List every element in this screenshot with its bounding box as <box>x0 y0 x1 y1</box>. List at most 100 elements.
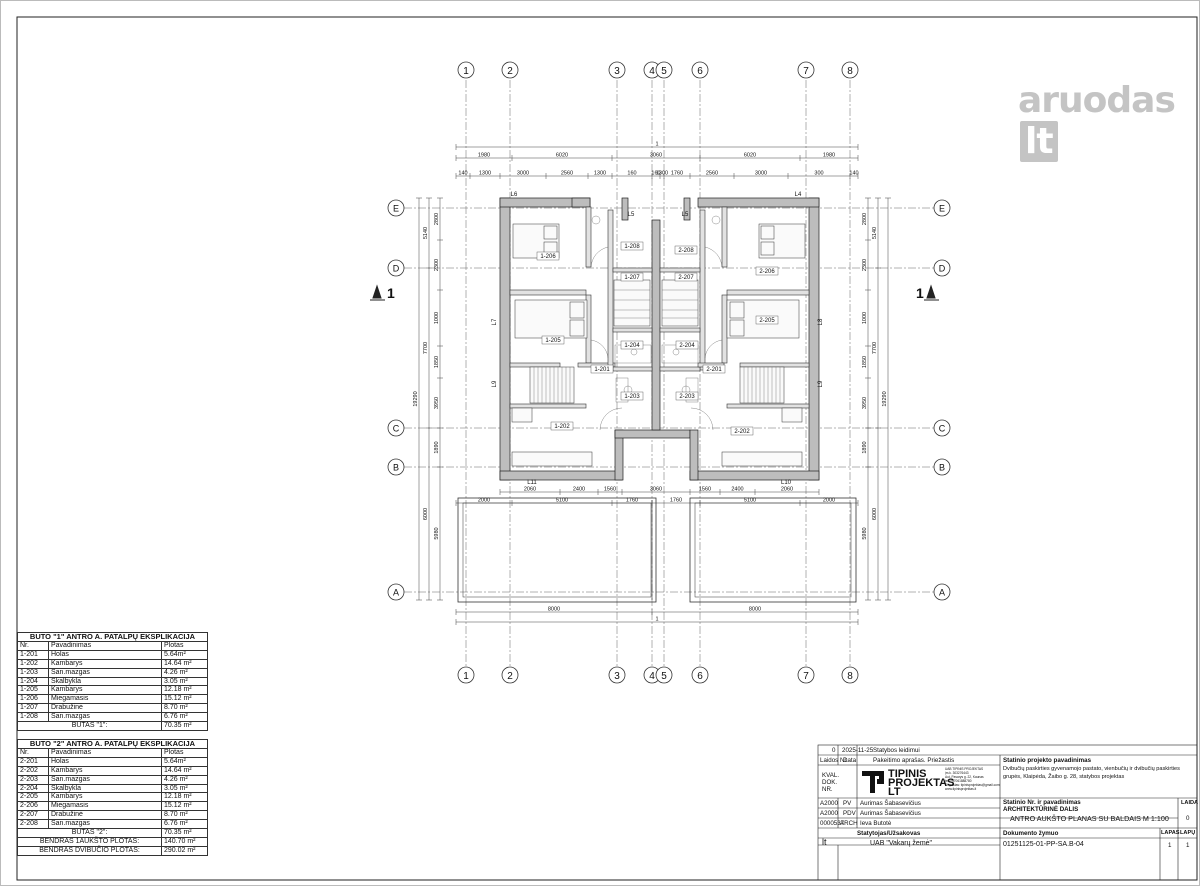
room-label: 1-208 <box>624 244 640 250</box>
cell-name: Holas <box>48 649 162 660</box>
dim-mid: 2400 <box>573 487 585 493</box>
tb-date: 2025-11-25 <box>842 747 874 754</box>
wall-mark: L7 <box>492 318 498 325</box>
wall-mark: L11 <box>527 480 537 486</box>
cell-name: Miegamasis <box>48 801 162 812</box>
cell-nr: 1-205 <box>17 685 49 696</box>
table-sum-building: BENDRAS DVIBUČIO PLOTAS:290.02 m² <box>17 845 208 856</box>
axis-bubble-col <box>655 666 673 684</box>
table-total-value: 70.35 m² <box>161 721 208 731</box>
cell-nr: 2-203 <box>17 774 49 785</box>
axis-bubble-row <box>933 458 951 476</box>
company-line-4: tel. +37061888780 <box>945 779 972 783</box>
table1-title: BUTO "1" ANTRO A. PATALPŲ EKSPLIKACIJA <box>17 632 208 642</box>
table1-col-name: Pavadinimas <box>48 640 162 651</box>
tb-person-3-code: 0000537 <box>820 820 845 827</box>
cell-nr: 1-203 <box>17 667 49 678</box>
cell-area: 6.76 m² <box>161 819 208 830</box>
dim-top-inner: 3000 <box>755 171 767 177</box>
table2-col-name: Pavadinimas <box>48 747 162 758</box>
tb-doc-label: Dokumento žymuo <box>1003 830 1059 837</box>
company-line-2: įm.k. 303276443 <box>945 771 969 775</box>
table2-title: BUTO "2" ANTRO A. PATALPŲ EKSPLIKACIJA <box>17 739 208 749</box>
axis-label-row: D <box>393 264 400 274</box>
tb-person-2-name: Aurimas Šabasevičius <box>860 810 921 817</box>
table-sum-building-label: BENDRAS DVIBUČIO PLOTAS: <box>17 845 162 856</box>
tb-lapas-label: LAPAS <box>1161 830 1180 836</box>
cell-area: 14.64 m² <box>161 765 208 776</box>
axis-bubble-col <box>841 61 859 79</box>
axis-label-col: 4 <box>649 66 655 77</box>
cell-area: 8.70 m² <box>161 703 208 714</box>
dim-mid-inner: 5100 <box>556 498 568 504</box>
dim-top-inner: 160 <box>627 171 636 177</box>
room-label: 2-203 <box>679 394 695 400</box>
cell-name: Drabužinė <box>48 703 162 714</box>
dim-left-inner: 1000 <box>434 312 440 324</box>
cell-nr: 2-208 <box>17 819 49 830</box>
axis-bubble-col <box>501 61 519 79</box>
table-sum-floor-value: 140.70 m² <box>161 836 208 847</box>
logo-line-3: LT <box>888 786 901 798</box>
dim-top-inner: 300 <box>814 171 823 177</box>
dim-overall-bottom: 1 <box>655 617 658 623</box>
dim-mid: 2060 <box>781 487 793 493</box>
room-label: 1-202 <box>554 424 570 430</box>
room-label: 2-207 <box>678 275 694 281</box>
tb-rev: 0 <box>832 747 836 754</box>
dim-left: 7700 <box>423 342 429 354</box>
axis-bubble-row <box>387 583 405 601</box>
cell-nr: 2-206 <box>17 801 49 812</box>
axis-bubble-col <box>608 666 626 684</box>
axis-label-col: 2 <box>507 671 513 682</box>
table1-col-area: Plotas <box>161 640 208 651</box>
axis-label-col: 5 <box>661 66 667 77</box>
axis-label-col: 8 <box>847 66 853 77</box>
axis-bubble-col <box>841 666 859 684</box>
dim-left-outer: 19290 <box>413 391 419 406</box>
table-total-value: 70.35 m² <box>161 828 208 838</box>
cell-area: 12.18 m² <box>161 792 208 803</box>
axis-label-row: B <box>939 463 945 473</box>
dim-top-inner: 2560 <box>706 171 718 177</box>
cell-nr: 2-201 <box>17 756 49 767</box>
dim-left: 6000 <box>423 508 429 520</box>
wall-mark: L9 <box>818 380 824 387</box>
company-line-3: Aut. Pavarys g. 22, Kaunas <box>945 775 984 779</box>
dim-left-inner: 1890 <box>434 441 440 453</box>
axis-label-row: D <box>939 264 946 274</box>
axis-bubble-col <box>501 666 519 684</box>
dim-right-inner: 2300 <box>862 259 868 271</box>
axis-bubble-row <box>933 419 951 437</box>
cell-name: Kambarys <box>48 685 162 696</box>
room-label: 2-201 <box>706 367 722 373</box>
cell-area: 14.64 m² <box>161 658 208 669</box>
room-label: 1-207 <box>624 275 640 281</box>
dim-top: 1980 <box>478 153 490 159</box>
cell-area: 15.12 m² <box>161 801 208 812</box>
title-block <box>817 744 1198 881</box>
wall-mark: L10 <box>781 480 792 486</box>
tb-rev-desc: Statybos leidimui <box>873 747 920 754</box>
tb-kval-2: DOK. <box>822 779 838 786</box>
cell-nr: 2-207 <box>17 810 49 821</box>
table-sum-building-value: 290.02 m² <box>161 845 208 856</box>
tb-h-data: Data <box>843 757 857 764</box>
dim-top: 6020 <box>744 153 756 159</box>
cell-nr: 2-205 <box>17 792 49 803</box>
tb-laida-label: LAIDA <box>1181 800 1199 806</box>
axis-bubble-row <box>933 583 951 601</box>
dim-top-inner: 1300 <box>479 171 491 177</box>
table2-col-nr: Nr. <box>17 747 49 758</box>
tb-laida-value: 0 <box>1186 815 1190 822</box>
cell-area: 6.76 m² <box>161 712 208 723</box>
tb-person-1-name: Aurimas Šabasevičius <box>860 800 921 807</box>
logo-line-1: TIPINIS <box>888 768 927 780</box>
watermark-word: aruodas <box>1018 80 1176 121</box>
axis-label-row: E <box>939 204 945 214</box>
